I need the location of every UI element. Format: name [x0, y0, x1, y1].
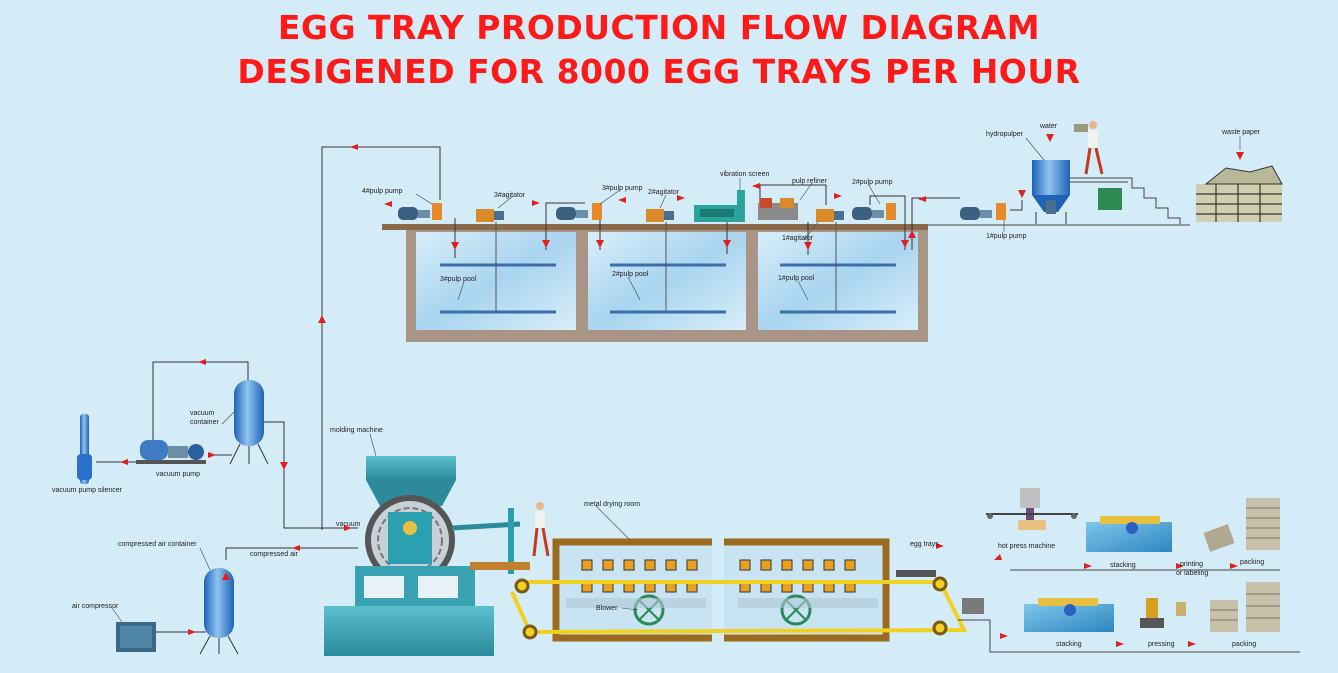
- worker-icon: [1074, 121, 1104, 175]
- label-vacuum: vacuum: [336, 521, 361, 528]
- label-pool-3: 3#pulp pool: [440, 276, 477, 283]
- flow-arrows: [120, 134, 1244, 647]
- compressed-air-section: [116, 547, 358, 655]
- finishing-line: [986, 488, 1280, 632]
- label-vacuum-container: container: [190, 419, 219, 426]
- label-pump-4: 4#pulp pump: [362, 188, 403, 195]
- label-waste-paper: waste paper: [1221, 129, 1261, 136]
- pump-1: [960, 203, 1006, 220]
- label-compressed-air: compressed air: [250, 551, 299, 558]
- stacking-station-top: [1086, 516, 1172, 552]
- label-pump-1: 1#pulp pump: [986, 233, 1027, 240]
- label-pool-1: 1#pulp pool: [778, 275, 815, 282]
- vacuum-pump-silencer: [77, 414, 92, 484]
- pool-2-water: [588, 232, 746, 330]
- label-hydropulper: hydropulper: [986, 131, 1024, 138]
- label-packing-bottom: packing: [1232, 641, 1256, 648]
- label-air-compressor: air compressor: [72, 603, 119, 610]
- operator-worker-icon: [532, 502, 550, 557]
- label-printing: printing: [1180, 561, 1203, 568]
- label-packing-top: packing: [1240, 559, 1264, 566]
- platform-stairs: [1070, 177, 1181, 224]
- agitator-2: [646, 209, 674, 222]
- pulp-pool-section: [321, 121, 1283, 530]
- diagram-title-line-1: EGG TRAY PRODUCTION FLOW DIAGRAM: [277, 8, 1041, 47]
- packing-stacks-bottom: [1210, 582, 1280, 632]
- label-stacking-top: stacking: [1110, 562, 1136, 569]
- conveyor-belt: [510, 576, 968, 640]
- metal-drying-room: [552, 536, 890, 644]
- label-water: water: [1039, 123, 1058, 130]
- vacuum-container-tank: [229, 380, 269, 465]
- hot-press-machine-icon: [986, 488, 1078, 530]
- waste-paper-bale-icon: [1196, 165, 1283, 222]
- label-pressing: pressing: [1148, 641, 1175, 648]
- label-vibration-screen: vibration screen: [720, 171, 770, 178]
- label-pool-2: 2#pulp pool: [612, 271, 649, 278]
- vibration-screen-machine: [694, 190, 745, 222]
- platform-motor: [1098, 188, 1122, 210]
- label-hot-press-machine: hot press machine: [998, 543, 1055, 550]
- stacking-station-bottom: [1024, 598, 1114, 632]
- label-agitator-3: 3#agitator: [494, 192, 526, 199]
- agitator-3: [476, 209, 504, 222]
- pump-2: [852, 203, 896, 220]
- label-blower: Blower: [596, 605, 618, 612]
- label-stacking-bottom: stacking: [1056, 641, 1082, 648]
- label-pump-3: 3#pulp pump: [602, 185, 643, 192]
- pool-1-water: [758, 232, 918, 330]
- pump-4: [398, 203, 442, 220]
- label-vacuum-pump: vacuum pump: [156, 471, 200, 478]
- egg-tray-output: [896, 570, 1300, 653]
- pool-deck: [382, 224, 928, 230]
- label-agitator-1: 1#agitator: [782, 235, 814, 242]
- label-egg-trays: egg trays: [910, 541, 939, 548]
- pulp-refiner-machine: [758, 198, 798, 220]
- label-agitator-2: 2#agitator: [648, 189, 680, 196]
- compressed-air-container-tank: [199, 568, 239, 655]
- agitator-1: [816, 209, 844, 222]
- diagram-title-line-2: DESIGENED FOR 8000 EGG TRAYS PER HOUR: [237, 52, 1081, 91]
- vacuum-pump-machine: [136, 440, 206, 464]
- label-molding-machine: molding machine: [330, 427, 383, 434]
- label-pump-2: 2#pulp pump: [852, 179, 893, 186]
- hydropulper-icon: [1032, 160, 1070, 224]
- molding-machine: [324, 456, 530, 656]
- label-compressed-air-container: compressed air container: [118, 541, 197, 548]
- vacuum-section: [77, 361, 358, 529]
- equipment-labels: water hydropulper waste paper vibration …: [52, 123, 1264, 648]
- label-or-labeling: or labeling: [1176, 570, 1208, 577]
- air-compressor-machine: [116, 622, 156, 652]
- label-vacuum-container-1: vacuum: [190, 410, 215, 417]
- label-pulp-refiner: pulp refiner: [792, 178, 828, 185]
- egg-tray-stack-icon: [1203, 498, 1280, 552]
- label-vacuum-pump-silencer: vacuum pump silencer: [52, 487, 123, 494]
- pump-3: [556, 203, 602, 220]
- label-metal-drying-room: metal drying room: [584, 501, 640, 508]
- pressing-machine-icon: [1140, 598, 1186, 628]
